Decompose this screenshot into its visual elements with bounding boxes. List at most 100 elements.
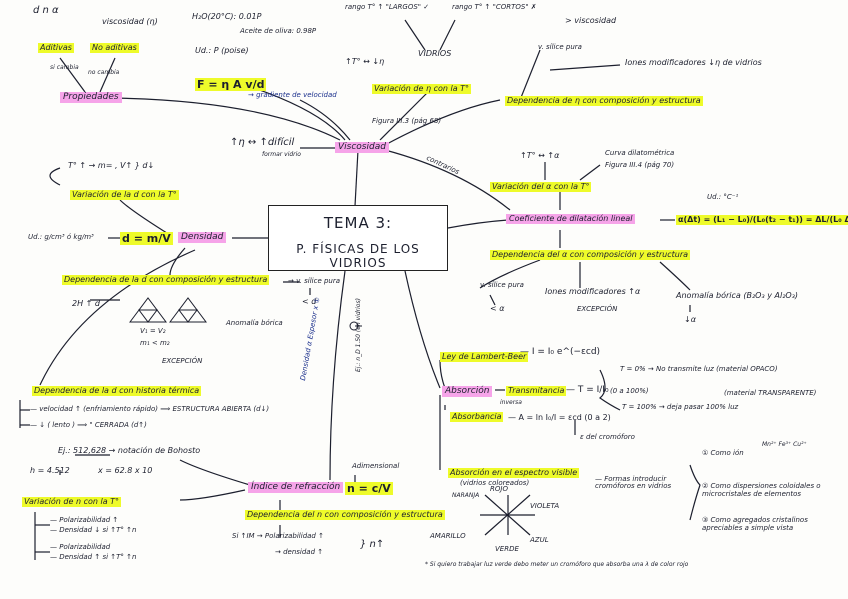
d-formula: d = m/V xyxy=(120,232,173,245)
nota-color-label: * Si quiero trabajar luz verde debo mete… xyxy=(425,561,689,568)
dep-n-comp-label: Dependencia del n con composición y estr… xyxy=(245,510,445,520)
pct-label: (0 a 100%) xyxy=(610,387,649,395)
coef-dil-label: Coeficiente de dilatación lineal xyxy=(506,214,636,224)
ud-d-label: Ud.: g/cm³ ó kg/m³ xyxy=(28,233,94,241)
viscosidad-eta-label: viscosidad (η) xyxy=(102,17,158,26)
formas-label: — Formas introducir cromóforos en vidrio… xyxy=(595,475,672,490)
viscosidad-label: Viscosidad xyxy=(335,142,389,153)
ej-vert-label: Ej.: n_D 1.50 (en vidrios) xyxy=(355,298,362,372)
verde-label: VERDE xyxy=(495,545,519,553)
dep-eta-comp-label: Dependencia de η con composición y estru… xyxy=(505,96,703,106)
branch-line xyxy=(109,97,341,141)
h2o-label: H₂O(20°C): 0.01P xyxy=(192,12,262,21)
si-cambia-label: si cambia xyxy=(50,64,79,71)
branch-line xyxy=(384,149,511,211)
alpha-formula: α(Δt) = (L₁ − L₀)/(L₀(t₂ − t₁)) = ΔL/(L₀… xyxy=(676,215,848,225)
branch-line xyxy=(299,99,351,141)
vel-down-label: — ↓ ( lento ) ⟹ " CERRADA (d↑) xyxy=(30,421,147,429)
branch-line xyxy=(179,459,251,486)
var-n-t-label: Variación de n con la T° xyxy=(22,497,122,507)
twoh-d-label: 2H ↑ d xyxy=(72,299,100,308)
absorbancia-label: Absorbancia xyxy=(450,412,504,422)
si-puro-label: v. sílice pura xyxy=(538,43,582,51)
como-disp-label: ② Como dispersiones coloidales o microcr… xyxy=(702,482,821,499)
t-alpha-label: ↑T° ↔ ↑α xyxy=(520,151,560,160)
espectro-visible-label: Absorción en el espectro visible xyxy=(448,468,580,478)
t-formula: — T = I/I₀ xyxy=(566,385,609,395)
branch-line xyxy=(447,219,509,229)
formar-vidrio-label: formar vidrio xyxy=(262,151,301,158)
iones-label: Iones modificadores ↓η de vidrios xyxy=(625,58,762,67)
branch-line xyxy=(549,64,621,71)
como-agr-label: ③ Como agregados cristalinos apreciables… xyxy=(702,516,808,533)
adimensional-label: Adimensional xyxy=(352,462,400,470)
branch-line xyxy=(49,167,61,186)
branch-line xyxy=(119,199,171,236)
densidad-up-label: → densidad ↑ xyxy=(275,548,324,556)
ud-alpha-label: Ud.: °C⁻¹ xyxy=(707,193,739,201)
branch-line xyxy=(379,89,431,141)
branch-line xyxy=(404,270,441,389)
vsilice-pura2-label: v. sílice pura xyxy=(480,281,524,289)
t-eta-label: ↑T° ↔ ↓η xyxy=(345,57,385,66)
branch-line xyxy=(659,261,691,291)
branch-line xyxy=(169,247,186,276)
aditivas-label: Aditivas xyxy=(38,43,74,53)
ions-list-label: Mn²⁺ Fe³⁺ Cu²⁺ xyxy=(762,441,807,448)
t0-label: T = 0% → No transmite luz (material OPAC… xyxy=(620,365,778,373)
branch-line xyxy=(59,57,86,93)
naranja-label: NARANJA xyxy=(452,492,480,499)
no-cambia-label: no cambia xyxy=(88,69,120,76)
h-value-label: h = 4.512 xyxy=(30,466,70,475)
figura-iii3-label: Figura III.3 (pág 68) xyxy=(372,117,442,125)
central-subtitle: P. FÍSICAS DE LOS VIDRIOS xyxy=(296,242,420,270)
branch-line xyxy=(489,294,496,306)
densidad-label: Densidad xyxy=(178,232,227,243)
transmitancia-label: Transmitancia xyxy=(506,386,567,396)
branch-line xyxy=(439,19,456,51)
v1v2-label: V₁ = V₂ xyxy=(140,327,166,335)
n-formula: n = c/V xyxy=(345,482,393,495)
figura-iii4-label: Figura III.4 (pág 70) xyxy=(605,161,675,169)
polariz-label: — Polarizabilidad ↑ xyxy=(50,516,119,524)
tetrahedra-drawing xyxy=(129,297,207,323)
branch-line xyxy=(579,164,601,181)
excepcion1-label: EXCEPCIÓN xyxy=(577,305,618,313)
branch-line xyxy=(479,259,541,289)
branch-line xyxy=(384,99,501,146)
t-up-m-label: T° ↑ → m= , V↑ } d↓ xyxy=(68,161,155,170)
branch-line xyxy=(247,85,346,141)
dnalpha-label: d n α xyxy=(33,5,59,16)
rojo-label: ROJO xyxy=(490,485,508,493)
amarillo-label: AMARILLO xyxy=(430,532,466,540)
x-value-label: x = 62.8 x 10 xyxy=(98,466,153,475)
vsilice-d-label: → v. sílice pura xyxy=(288,277,341,285)
vidrios-coloreados-label: (vidrios coloreados) xyxy=(460,479,530,487)
branch-line xyxy=(439,359,446,389)
branch-line xyxy=(39,249,196,386)
branch-line xyxy=(689,464,701,521)
menos-d-label: < d xyxy=(302,297,317,306)
ud-eta-label: Ud.: P (poise) xyxy=(195,46,249,55)
absorcion-label: Absorción xyxy=(442,386,493,397)
anomalia-borica2-label: Anomalía bórica xyxy=(226,319,283,327)
branch-line xyxy=(179,489,246,501)
a-formula: — A = ln I₀/I = εcd (0 a 2) xyxy=(508,413,611,422)
indice-label: Índice de refracción xyxy=(248,482,344,493)
propiedades-label: Propiedades xyxy=(60,92,122,103)
anomalia-borica-label: Anomalía bórica (B₂O₃ y Al₂O₃) xyxy=(676,291,799,300)
branch-line xyxy=(99,57,116,93)
lambert-formula: — I = I₀ e^(−εcd) xyxy=(520,347,601,357)
e-cromoforo-label: ε del cromóforo xyxy=(580,433,635,441)
branch-line xyxy=(519,49,541,101)
como-ion-label: ① Como ión xyxy=(702,449,744,457)
down-alpha-label: ↓α xyxy=(684,315,696,324)
vidrios-label: VIDRIOS xyxy=(418,49,452,58)
branch-line xyxy=(599,369,621,411)
var-alpha-t-label: Variación del α con la T° xyxy=(490,182,592,192)
m1m2-label: m₁ < m₂ xyxy=(140,339,170,347)
central-topic-box: TEMA 3: P. FÍSICAS DE LOS VIDRIOS xyxy=(268,205,448,271)
n-up-label: } n↑ xyxy=(360,539,385,550)
